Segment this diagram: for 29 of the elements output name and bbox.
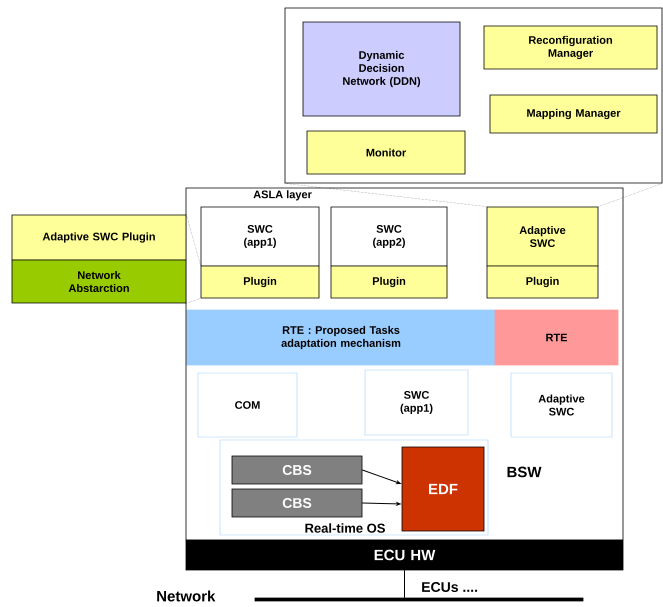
network-box: Network Abstarction bbox=[12, 260, 186, 304]
zoom-line bbox=[186, 298, 201, 304]
plugin-box: Plugin bbox=[486, 266, 598, 298]
module-box: Adaptive SWC bbox=[510, 372, 612, 438]
server-box: CBS bbox=[232, 456, 362, 484]
component-box: SWC (app2) bbox=[330, 206, 448, 266]
zoom-line bbox=[284, 183, 487, 207]
rte-band: RTE : Proposed Tasks adaptation mechanism bbox=[186, 310, 496, 366]
server-box: CBS bbox=[232, 488, 362, 518]
ecus-label: ECUs .... bbox=[422, 582, 478, 592]
rte-band: RTE bbox=[494, 310, 618, 366]
module-box: COM bbox=[198, 372, 298, 438]
module-box: SWC (app1) bbox=[364, 370, 468, 436]
connector-line bbox=[404, 570, 405, 598]
component-box: Adaptive SWC bbox=[486, 206, 598, 266]
monitor-box: Monitor bbox=[306, 130, 466, 174]
plugin-box: Adaptive SWC Plugin bbox=[12, 214, 186, 260]
manager-box: Mapping Manager bbox=[490, 94, 658, 134]
manager-box: Reconfiguration Manager bbox=[484, 26, 658, 70]
component-box: SWC (app1) bbox=[200, 206, 320, 266]
plugin-box: Plugin bbox=[200, 266, 320, 298]
zoom-line bbox=[598, 183, 663, 207]
network-label: Network bbox=[157, 590, 216, 602]
scheduler-box: EDF bbox=[402, 446, 484, 532]
decision-network-box: Dynamic Decision Network (DDN) bbox=[302, 22, 460, 116]
layer-label: BSW bbox=[508, 466, 542, 478]
plugin-box: Plugin bbox=[330, 266, 448, 298]
hardware-bar: ECU HW bbox=[186, 540, 624, 570]
bus-line bbox=[254, 598, 584, 602]
